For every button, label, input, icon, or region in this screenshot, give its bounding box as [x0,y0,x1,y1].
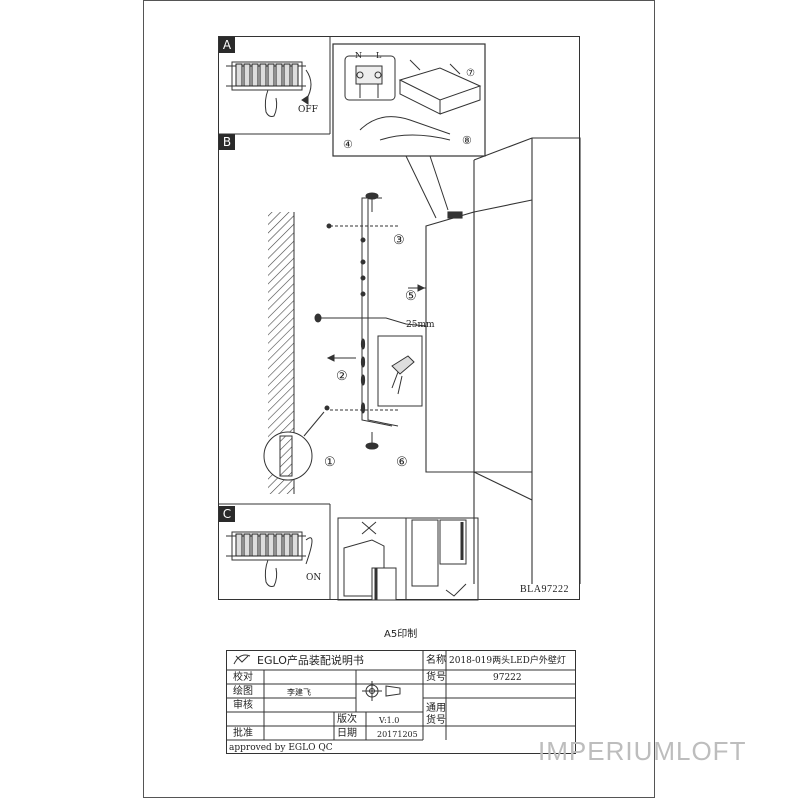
orientation-frame [337,517,479,601]
step-5-label: ⑤ [405,289,417,304]
item-no-label: 货号 [426,672,446,683]
date-value: 20171205 [377,730,418,739]
brand-title: EGLO产品装配说明书 [257,654,364,667]
watermark-part1: IMPERIUM [538,736,676,766]
name-value: 2018-019两头LED户外壁灯 [449,656,566,666]
approve-label: 批准 [233,728,253,739]
watermark-part2: LOFT [676,736,747,766]
step-6-label: ⑥ [396,455,408,470]
section-tag-b: B [219,134,235,150]
review-label: 审核 [233,700,253,711]
terminal-l-label: L [376,51,382,60]
step-7-label: ⑦ [466,68,475,79]
imperiumloft-watermark: IMPERIUMLOFT [538,736,746,767]
projection-symbol [362,681,401,701]
breaker-panel-c [226,531,313,587]
on-label: ON [306,573,321,583]
title-block-grid [226,650,576,741]
approved-by-note: approved by EGLO QC [229,743,333,753]
version-value: V:1.0 [379,716,400,725]
correct-orientation [411,519,467,597]
junction-box-detail [344,55,482,141]
paper-size-note: A5印制 [384,629,418,640]
off-label: OFF [298,105,318,115]
version-label: 版次 [337,714,357,725]
step-2-label: ② [336,369,348,384]
step-3-label: ③ [393,233,405,248]
wrong-orientation [343,521,397,601]
drawn-value: 李建飞 [287,688,311,697]
eglo-logo-icon [233,654,251,665]
section-tag-c: C [219,506,235,522]
step-8-label: ⑧ [462,134,472,147]
general-label-1: 通用 [426,703,446,714]
step-1-label: ① [324,455,336,470]
manual-sheet [143,0,655,798]
date-label: 日期 [337,728,357,739]
check-label: 校对 [233,672,253,683]
mounting-bracket [360,192,399,450]
name-label: 名称 [426,655,446,666]
section-tag-a: A [219,37,235,53]
item-no-value: 97222 [493,673,522,683]
general-label-2: 货号 [426,715,446,726]
step-4-label: ④ [343,138,353,151]
lamp-body [425,137,581,584]
breaker-panel-a [226,61,312,117]
terminal-n-label: N [355,51,362,60]
dimension-label: 25mm [406,320,435,330]
drawn-label: 绘图 [233,686,253,697]
wiring-detail-frame [332,43,486,157]
drawing-code: BLA97222 [520,584,569,595]
title-block: EGLO产品装配说明书 名称 2018-019两头LED户外壁灯 校对 货号 9… [226,650,576,754]
